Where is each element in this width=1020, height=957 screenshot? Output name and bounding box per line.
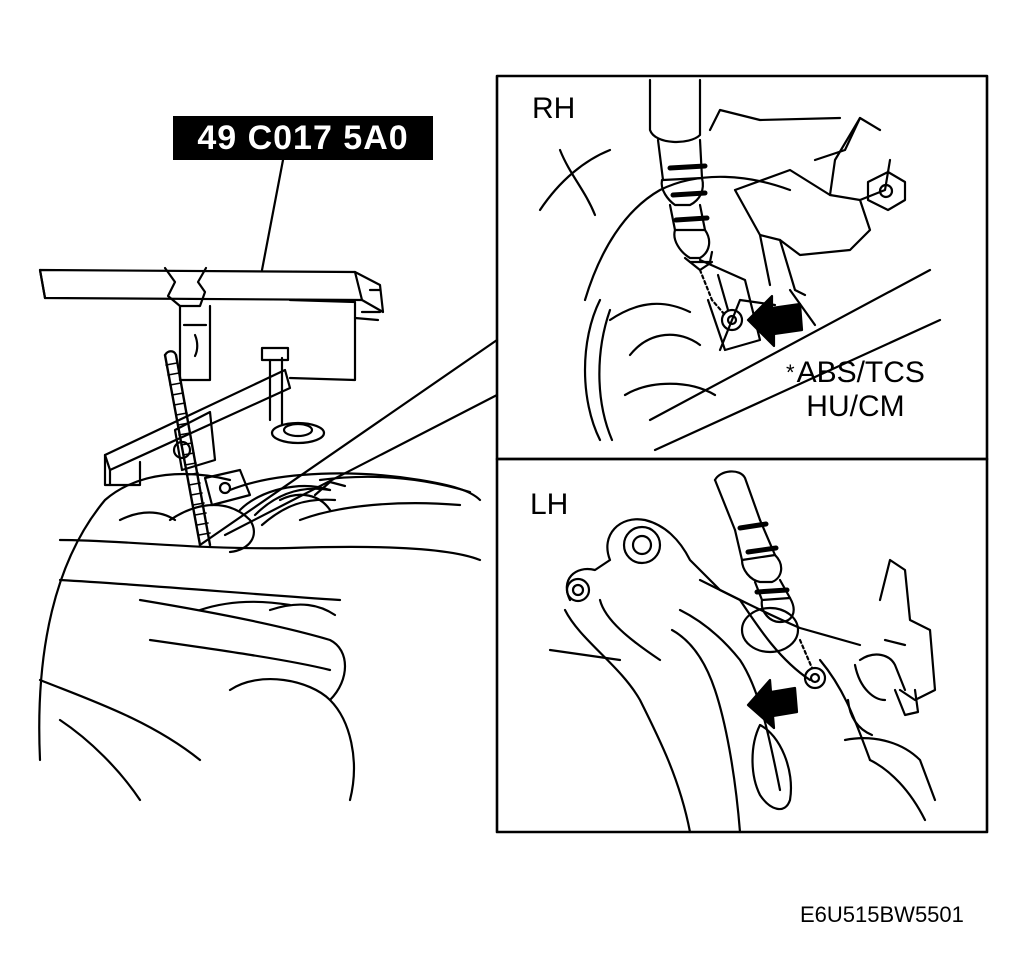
- lh-panel-drawing: [548, 518, 937, 834]
- abs-tcs-callout: *ABS/TCS HU/CM: [786, 356, 925, 424]
- tool-number-label: 49 C017 5A0: [173, 116, 433, 160]
- lh-socket-tool: [713, 470, 795, 624]
- rh-arrow-icon: [746, 294, 804, 348]
- rh-panel-label: RH: [532, 92, 576, 125]
- engine-compartment-drawing: [38, 468, 482, 802]
- lh-panel-frame: [495, 457, 989, 834]
- tool-leader-line: [260, 158, 285, 272]
- callout-line1: ABS/TCS: [796, 356, 925, 389]
- callout-marker: *: [786, 360, 795, 385]
- lh-arrow-icon: [746, 678, 799, 730]
- rh-socket-tool: [648, 78, 727, 317]
- magnify-line-upper: [198, 338, 499, 547]
- rod-nut: [172, 440, 192, 460]
- rh-panel-drawing: [538, 108, 942, 452]
- callout-line2: HU/CM: [806, 390, 905, 423]
- magnify-line-lower: [223, 393, 499, 537]
- figure-code: E6U515BW5501: [800, 902, 964, 927]
- lh-panel-label: LH: [530, 488, 569, 521]
- engine-support-tool: [38, 266, 385, 547]
